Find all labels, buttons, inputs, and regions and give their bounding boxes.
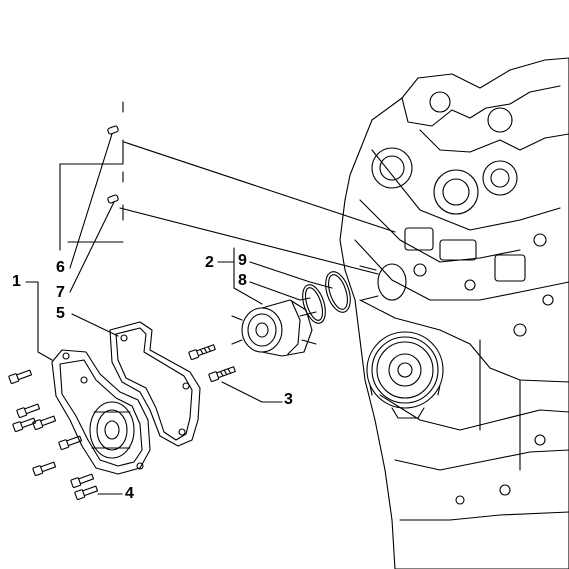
bolt-4-d — [32, 415, 57, 431]
callout-1: 1 — [12, 273, 21, 290]
bolt-4-f — [32, 461, 57, 477]
bolt-4-g — [70, 473, 95, 489]
callout-2: 2 — [205, 254, 214, 271]
bolt-4-b — [16, 403, 41, 419]
water-pump-gasket — [109, 321, 201, 447]
callout-7: 7 — [56, 284, 65, 301]
bolt-4-h — [74, 485, 99, 501]
thermostat-housing — [231, 299, 317, 357]
o-ring-8 — [302, 284, 326, 324]
callout-3: 3 — [284, 391, 293, 408]
callout-5: 5 — [56, 305, 65, 322]
callout-8: 8 — [238, 272, 247, 289]
callout-leaders — [25, 101, 396, 495]
bolt-4-c — [12, 417, 37, 433]
bolt-3-lower — [208, 366, 236, 383]
bolt-3-upper — [188, 344, 216, 361]
dowel-pin-7 — [107, 194, 119, 204]
callout-4: 4 — [125, 485, 134, 502]
engine-block — [339, 57, 569, 569]
water-pump-housing — [51, 349, 151, 475]
dowel-pin-6 — [107, 125, 119, 135]
callout-9: 9 — [238, 252, 247, 269]
bolt-4-a — [8, 369, 33, 385]
o-ring-9 — [325, 271, 351, 313]
bolt-4-e — [58, 435, 83, 451]
callout-6: 6 — [56, 259, 65, 276]
